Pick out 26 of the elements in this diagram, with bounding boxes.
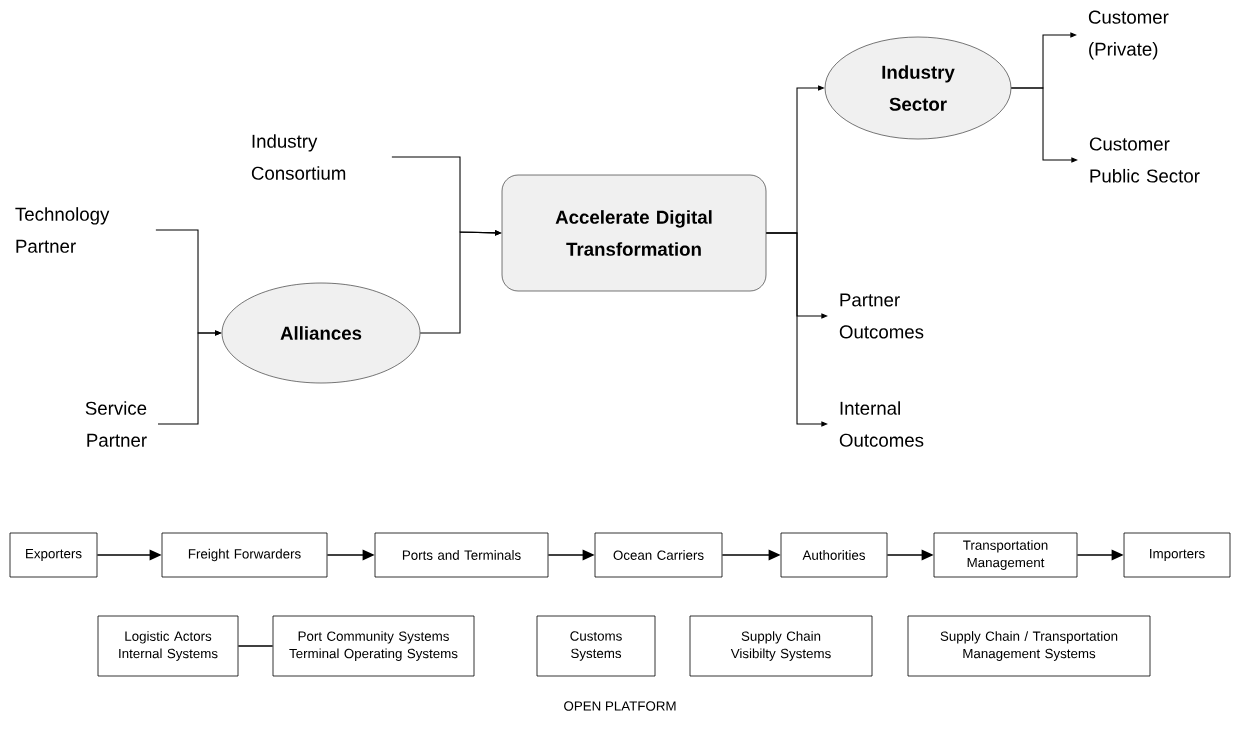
node-label: Customer (Private) <box>1088 10 1169 60</box>
node-label: Industry Consortium <box>251 134 346 180</box>
process-box: Ports and Terminals <box>374 532 549 578</box>
process-box: Ocean Carriers <box>594 532 723 578</box>
node-label: Technology Partner <box>15 207 110 253</box>
node-label: Customer Public Sector <box>1089 137 1200 183</box>
process-box: Authorities <box>780 532 888 578</box>
ellipse-node: Alliances <box>221 282 421 384</box>
process-box: Logistic Actors Internal Systems <box>97 615 239 677</box>
node-label: Internal Outcomes <box>839 401 924 447</box>
arrow <box>1010 87 1078 163</box>
process-box: Supply Chain / Transportation Management Systems <box>907 615 1151 677</box>
process-box: Exporters <box>9 532 98 578</box>
process-box: Supply Chain Visibilty Systems <box>689 615 873 677</box>
node-label: Service Partner <box>85 401 147 447</box>
process-box: Freight Forwarders <box>161 532 328 578</box>
node-label: Partner Outcomes <box>839 293 924 339</box>
process-box: Port Community Systems Terminal Operating Systems <box>272 615 475 677</box>
platform-label: OPEN PLATFORM <box>564 701 676 711</box>
process-box: Importers <box>1123 532 1231 578</box>
connector-line <box>237 645 274 647</box>
arrow <box>765 232 828 427</box>
process-box: Customs Systems <box>536 615 656 677</box>
rounded-box: Accelerate Digital Transformation <box>501 174 767 292</box>
process-box: Transportation Management <box>933 532 1078 578</box>
ellipse-node: Industry Sector <box>824 36 1012 140</box>
